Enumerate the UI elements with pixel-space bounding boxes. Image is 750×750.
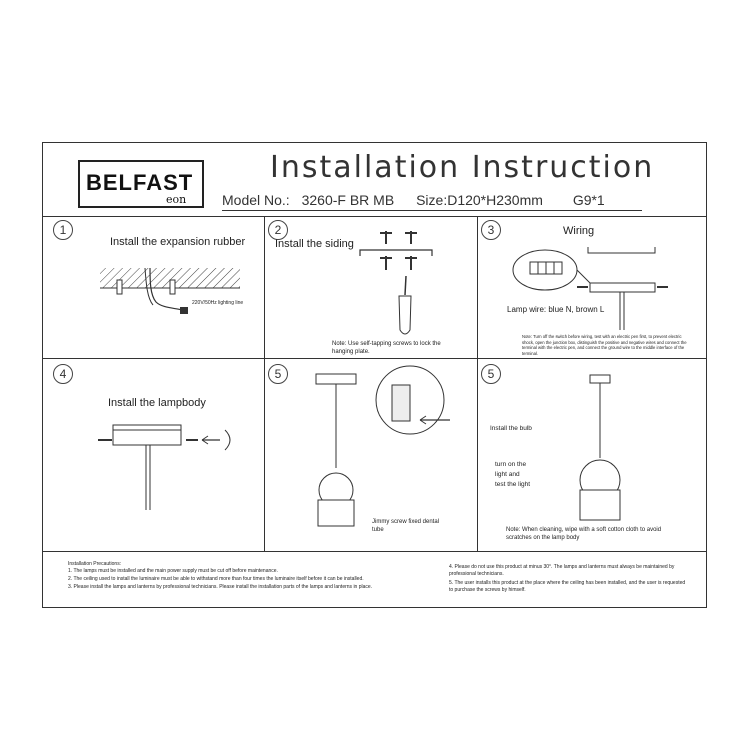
step-number-6: 5 <box>481 364 501 384</box>
step1-title: Install the expansion rubber <box>110 236 246 248</box>
precautions-heading: Installation Precautions: <box>68 561 122 567</box>
step6-bulb-label: Install the bulb <box>490 425 532 432</box>
bulb-drawing <box>579 374 621 521</box>
rotate-arrow-icon <box>224 429 231 451</box>
brand-name: BELFAST <box>86 170 194 195</box>
step3-title: Wiring <box>563 225 595 237</box>
divider <box>477 216 478 551</box>
instruction-sheet <box>42 142 707 608</box>
step-number-5: 5 <box>268 364 288 384</box>
step6-turn-2: light and <box>495 471 520 478</box>
screw-icon <box>380 231 392 244</box>
precaution-1: 1. The lamps must be installed and the m… <box>68 568 278 574</box>
screw-icon <box>380 256 392 270</box>
step4-title: Install the lampbody <box>108 397 206 409</box>
precaution-5: 5. The user installs this product at the… <box>449 580 686 593</box>
bulb-spec: G9*1 <box>572 192 605 208</box>
lampbody-drawing <box>98 424 231 510</box>
step3-note: Lamp wire: blue N, brown L <box>507 305 605 314</box>
step-number-4: 4 <box>53 364 73 384</box>
hanging-plate-drawing <box>359 231 433 335</box>
step6-note: Note: When cleaning, wipe with a soft co… <box>506 527 662 541</box>
size-label: Size: <box>416 192 448 208</box>
page-title: Installation Instruction <box>270 150 655 185</box>
model-value: 3260-F BR MB <box>301 192 395 208</box>
precaution-2: 2. The ceiling used to install the lumin… <box>68 576 364 582</box>
step6-turn-1: turn on the <box>495 461 527 468</box>
step3-warning: Note: Turn off the switch before wiring,… <box>522 334 687 356</box>
step1-note: 220V/50Hz lighting line <box>192 300 244 306</box>
screwdriver-icon <box>398 275 412 335</box>
size-value: D120*H230mm <box>447 192 543 208</box>
precaution-4: 4. Please do not use this product at min… <box>449 564 675 577</box>
model-line: Model No.: 3260-F BR MB Size:D120*H230mm… <box>222 192 613 208</box>
step2-note: Note: Use self-tapping screws to lock th… <box>332 341 441 355</box>
wiring-drawing <box>512 247 668 330</box>
divider <box>264 216 265 551</box>
precaution-3: 3. Please install the lamps and lanterns… <box>68 584 373 590</box>
brand-sub: eon <box>166 193 187 206</box>
step2-title: Install the siding <box>275 238 354 250</box>
step-number-3: 3 <box>481 220 501 240</box>
step-number-2: 2 <box>268 220 288 240</box>
expansion-rubber-icon <box>116 279 123 295</box>
canopy-plate <box>589 282 656 293</box>
expansion-rubber-icon <box>169 279 176 295</box>
header-underline <box>222 210 642 211</box>
brand-logo: BELFAST eon <box>78 160 204 208</box>
ceiling-drawing <box>100 267 240 314</box>
divider <box>42 551 707 552</box>
wire-connector-icon <box>180 307 188 314</box>
model-label: Model No.: <box>222 192 290 208</box>
screw-icon <box>405 256 417 270</box>
step5-note: Jimmy screw fixed dental tube <box>372 519 440 533</box>
step-number-1: 1 <box>53 220 73 240</box>
pendant-drawing <box>315 365 450 527</box>
divider <box>42 358 707 359</box>
divider <box>42 216 707 217</box>
step6-turn-3: test the light <box>495 481 531 488</box>
screw-icon <box>405 231 417 244</box>
